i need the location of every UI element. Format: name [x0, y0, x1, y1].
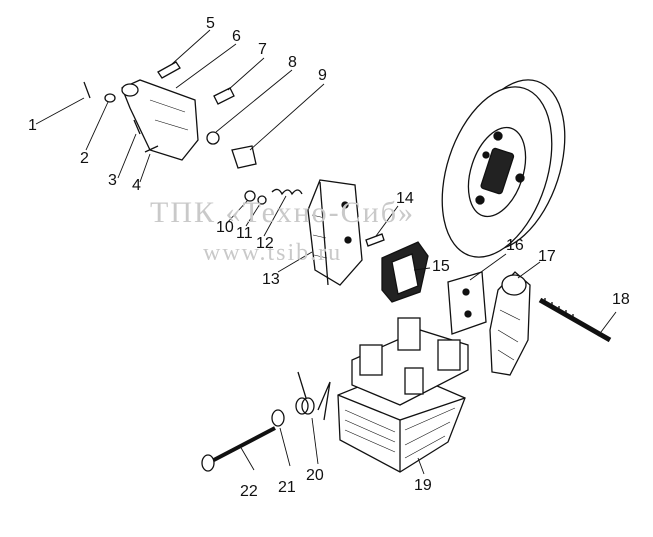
return-spring [295, 371, 331, 421]
callout-label: 19 [414, 477, 432, 494]
callout-label: 15 [432, 258, 450, 275]
pad-backing-plate [447, 271, 487, 335]
nut [206, 131, 220, 145]
callout-label: 5 [206, 15, 215, 32]
callout-label: 7 [258, 41, 267, 58]
cotter-pin [83, 81, 91, 99]
lever [489, 271, 531, 376]
caliper-body [337, 317, 469, 473]
callout-label: 16 [506, 237, 524, 254]
small-washer [104, 93, 116, 103]
callout-label: 11 [236, 225, 253, 242]
washer [271, 409, 285, 427]
small-nut [244, 190, 256, 202]
leader-lines [35, 29, 617, 475]
adjuster-block [231, 145, 257, 169]
callout-label: 2 [80, 150, 89, 167]
watermark-company: ТПК «Техно-Сиб» [150, 196, 415, 229]
callout-label: 21 [278, 479, 296, 496]
callout-label: 18 [612, 291, 630, 308]
adjusting-bolt [538, 297, 612, 343]
callout-label: 10 [216, 219, 234, 236]
callout-label: 6 [232, 28, 241, 45]
callout-label: 13 [262, 271, 280, 288]
mounting-bracket [121, 79, 199, 161]
long-bolt [201, 426, 276, 472]
small-spring-pin [133, 119, 141, 135]
callout-label: 9 [318, 67, 327, 84]
pin [365, 233, 385, 247]
callout-label: 22 [240, 483, 258, 500]
callout-label: 14 [396, 190, 414, 207]
callout-label: 8 [288, 54, 297, 71]
clip-pin [144, 145, 159, 153]
screw [157, 61, 181, 79]
callout-label: 12 [256, 235, 274, 252]
callout-label: 4 [132, 177, 141, 194]
callout-label: 20 [306, 467, 324, 484]
callout-label: 17 [538, 248, 556, 265]
brake-pad-outer [381, 241, 429, 303]
bushing [213, 87, 235, 105]
coil-spring [271, 188, 303, 196]
brake-disc [441, 79, 566, 258]
callout-label: 1 [28, 117, 37, 134]
brake-pad-inner [307, 179, 363, 286]
lock-ring [257, 195, 267, 205]
watermark-url: www.tsib.ru [203, 240, 343, 266]
callout-label: 3 [108, 172, 117, 189]
